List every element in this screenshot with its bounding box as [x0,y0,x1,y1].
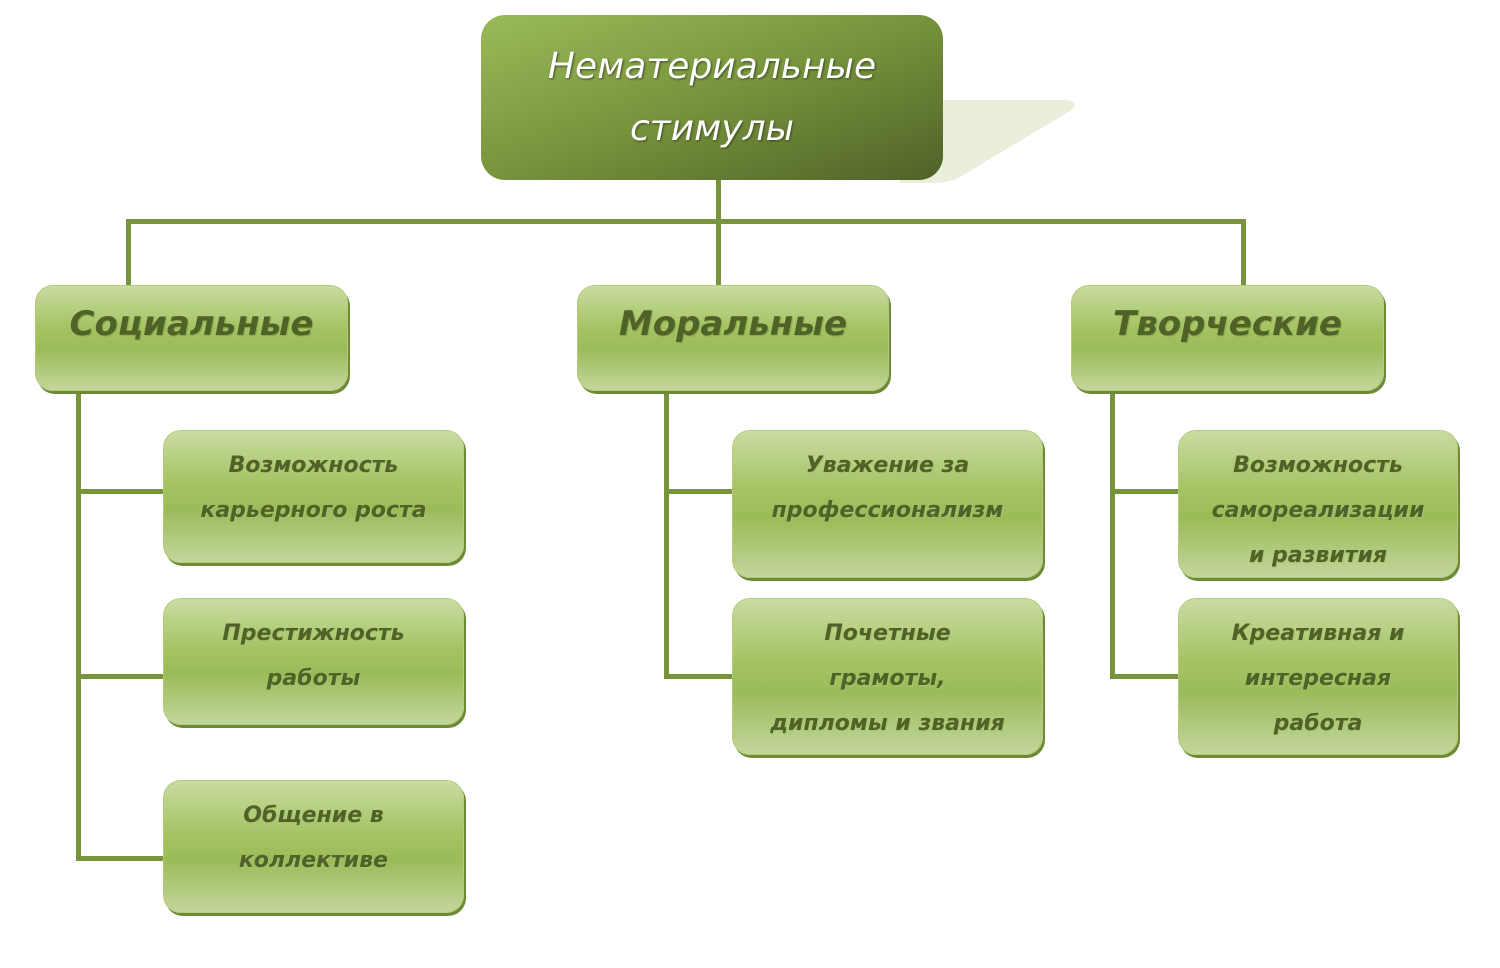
item-line: карьерного роста [200,498,427,523]
category-title: Творческие [1113,304,1342,344]
item-line: Престижность [222,621,405,646]
social-trunk [76,392,81,861]
item-line: Возможность [228,453,399,478]
moral-branch-2 [664,674,733,679]
social-item-career: Возможность карьерного роста [163,430,464,563]
creative-branch-1 [1110,489,1179,494]
item-line: грамоты, [829,666,946,691]
category-moral: Моральные [577,285,889,391]
category-social: Социальные [35,285,348,391]
category-title: Моральные [618,304,848,344]
connector-social [126,219,131,286]
root-line: стимулы [629,107,795,149]
moral-trunk [664,392,669,679]
root-node: Нематериальные стимулы [481,15,943,180]
item-line: Почетные [824,621,951,646]
moral-branch-1 [664,489,733,494]
root-connector [716,180,721,286]
creative-item-creative-work: Креативная и интересная работа [1178,598,1458,755]
social-item-communication: Общение в коллективе [163,780,464,913]
creative-branch-2 [1110,674,1179,679]
root-line: Нематериальные [547,45,877,87]
item-line: самореализации [1211,498,1425,523]
social-item-prestige: Престижность работы [163,598,464,725]
item-line: Возможность [1233,453,1403,478]
moral-item-awards: Почетные грамоты, дипломы и звания [732,598,1043,755]
social-branch-2 [76,674,164,679]
item-line: профессионализм [771,498,1004,523]
item-line: и развития [1248,543,1388,568]
social-branch-3 [76,856,164,861]
moral-item-respect: Уважение за профессионализм [732,430,1043,578]
horizontal-connector [126,219,1246,224]
social-branch-1 [76,489,164,494]
item-line: работы [266,666,361,691]
category-creative: Творческие [1071,285,1384,391]
item-line: работа [1273,711,1363,736]
category-title: Социальные [69,304,314,344]
item-line: коллективе [238,848,389,873]
item-line: дипломы и звания [770,711,1005,736]
root-shadow [900,100,1075,183]
creative-item-self-realization: Возможность самореализации и развития [1178,430,1458,578]
item-line: интересная [1244,666,1392,691]
creative-trunk [1110,392,1115,679]
connector-creative [1241,219,1246,286]
item-line: Креативная и [1231,621,1405,646]
item-line: Уважение за [805,453,970,478]
item-line: Общение в [243,803,384,828]
